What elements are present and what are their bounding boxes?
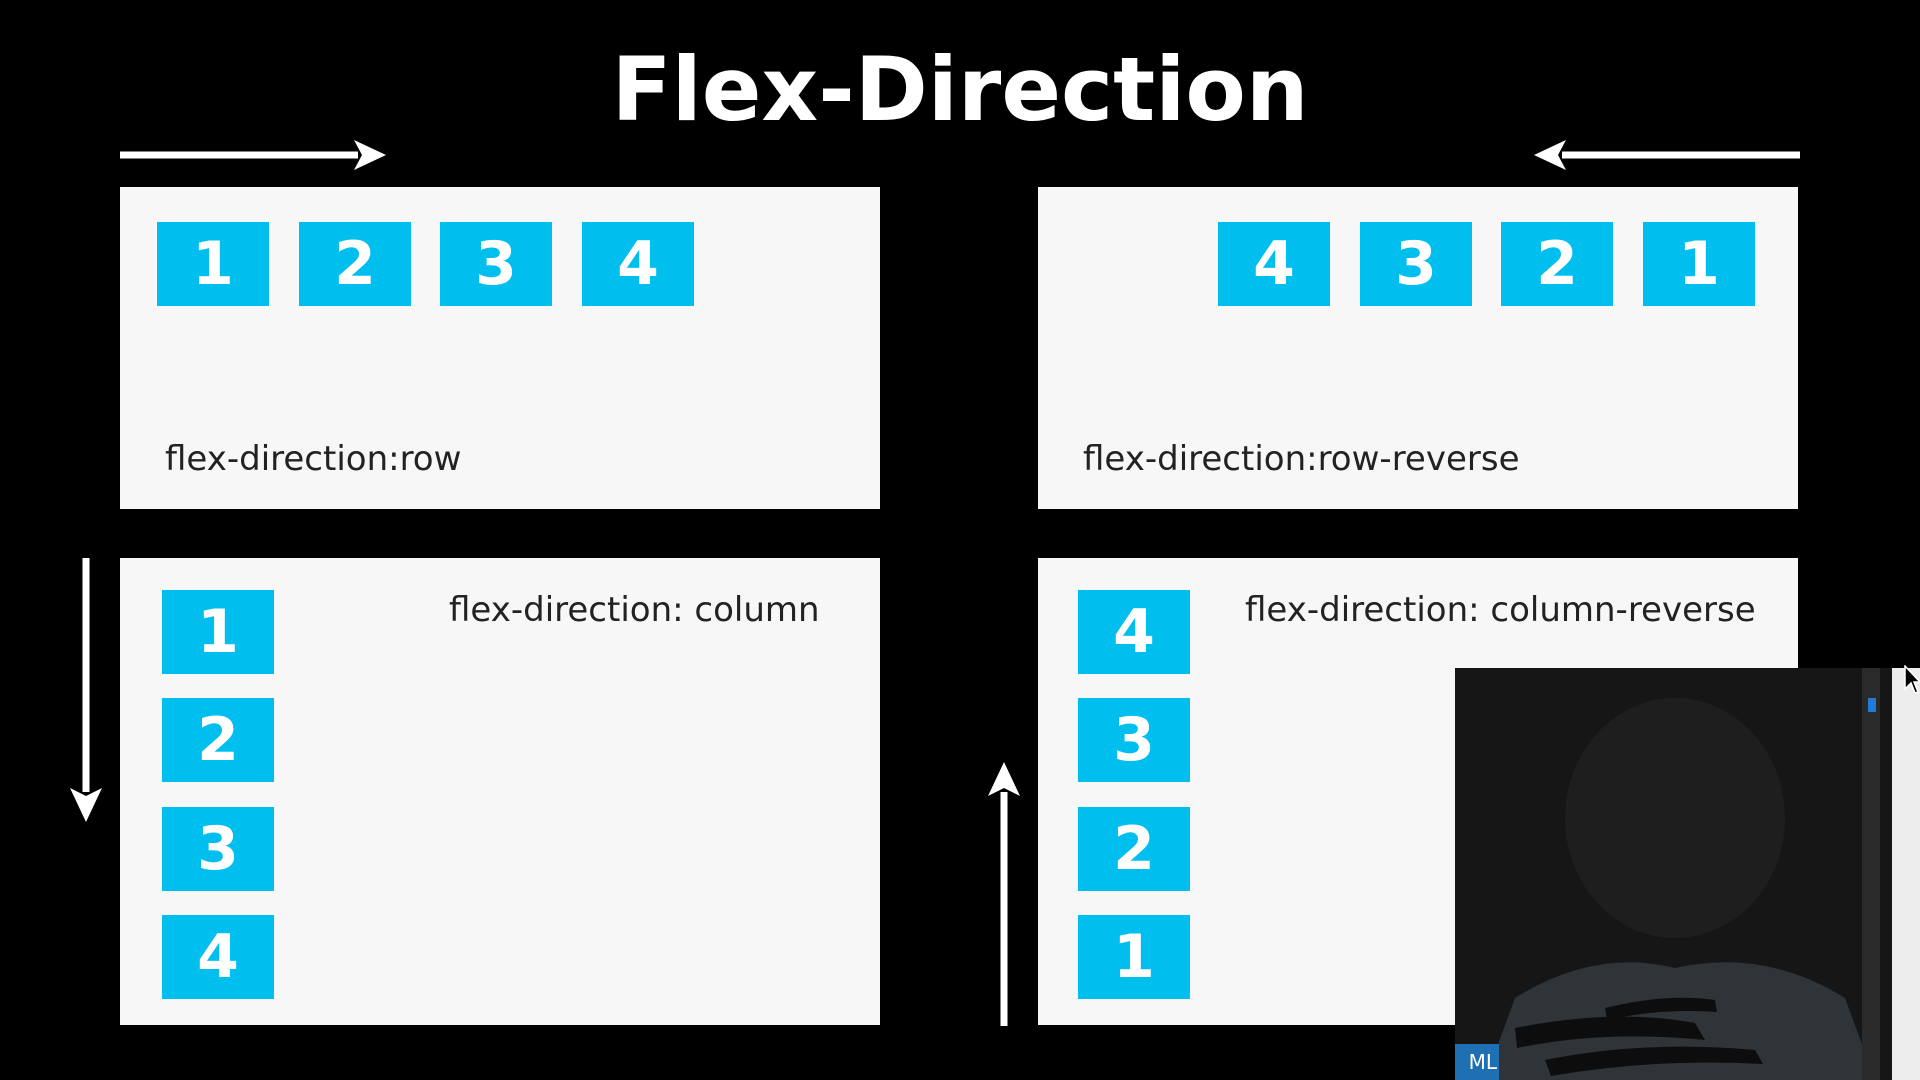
flex-item: 1 <box>162 590 274 674</box>
flex-item: 4 <box>162 915 274 999</box>
panel-label: flex-direction: column-reverse <box>1245 590 1756 630</box>
slide-title: Flex-Direction <box>611 38 1309 141</box>
mouse-cursor-icon <box>1904 665 1920 694</box>
taskbar-tab: ML <box>1455 1044 1499 1080</box>
flex-item: 4 <box>582 222 694 306</box>
scrollbar[interactable] <box>1862 668 1880 1080</box>
flex-item: 2 <box>1078 807 1190 891</box>
panel-label: flex-direction: column <box>449 590 820 630</box>
window-edge <box>1892 668 1920 1080</box>
flex-item: 3 <box>1360 222 1472 306</box>
down-arrow-icon <box>70 558 102 822</box>
panel-row: 1 2 3 4 flex-direction:row <box>120 187 880 509</box>
presenter-silhouette <box>1485 698 1875 1080</box>
up-arrow-icon <box>988 762 1020 1026</box>
flex-item: 1 <box>157 222 269 306</box>
scrollbar-thumb[interactable] <box>1868 698 1876 712</box>
panel-label: flex-direction:row-reverse <box>1083 439 1520 479</box>
panel-label: flex-direction:row <box>165 439 462 479</box>
right-arrow-icon <box>120 140 386 170</box>
flex-item: 4 <box>1218 222 1330 306</box>
panel-column: 1 2 3 4 flex-direction: column <box>120 558 880 1025</box>
flex-item: 1 <box>1078 915 1190 999</box>
flex-item: 1 <box>1643 222 1755 306</box>
flex-item: 2 <box>162 698 274 782</box>
flex-item: 3 <box>1078 698 1190 782</box>
panel-row-reverse: 4 3 2 1 flex-direction:row-reverse <box>1038 187 1798 509</box>
left-arrow-icon <box>1534 140 1800 170</box>
flex-item: 3 <box>162 807 274 891</box>
flex-item: 2 <box>299 222 411 306</box>
flex-item: 4 <box>1078 590 1190 674</box>
flex-item: 3 <box>440 222 552 306</box>
flex-item: 2 <box>1501 222 1613 306</box>
webcam-overlay: ML <box>1455 668 1892 1080</box>
